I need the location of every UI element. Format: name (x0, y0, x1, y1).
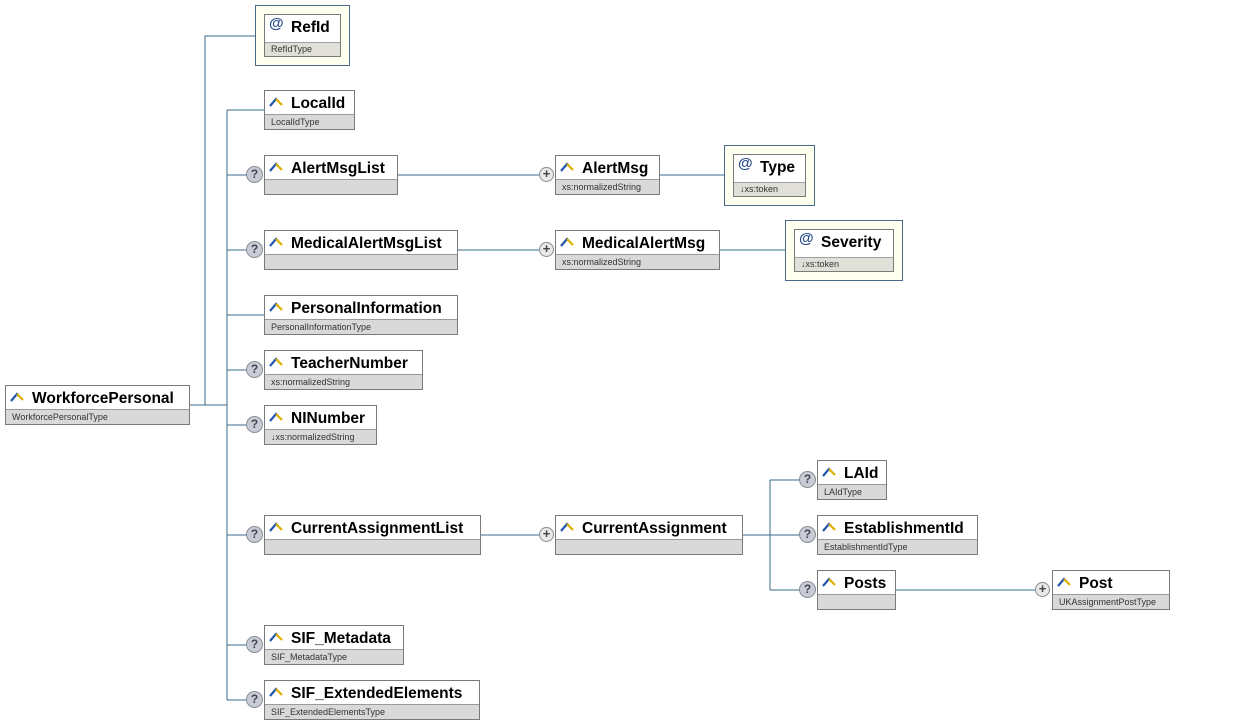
node-type: LAIdType (818, 484, 886, 499)
attribute-refid[interactable]: @ RefId RefIdType (255, 5, 350, 66)
node-title: Severity (821, 234, 882, 251)
node-laid[interactable]: LAId LAIdType (817, 460, 887, 500)
node-alertmsg[interactable]: AlertMsg xs:normalizedString (555, 155, 660, 195)
node-sif-extendedelements[interactable]: SIF_ExtendedElements SIF_ExtendedElement… (264, 680, 480, 720)
node-type: LocalIdType (265, 114, 354, 129)
optional-icon: ? (799, 471, 816, 488)
node-medicalalertmsglist[interactable]: MedicalAlertMsgList (264, 230, 458, 270)
node-title: SIF_Metadata (291, 630, 391, 647)
node-workforcepersonal[interactable]: WorkforcePersonal WorkforcePersonalType (5, 385, 190, 425)
node-type (265, 254, 457, 269)
node-title: CurrentAssignment (582, 520, 727, 537)
node-type: UKAssignmentPostType (1053, 594, 1169, 609)
element-icon (269, 97, 283, 107)
optional-icon: ? (246, 241, 263, 258)
optional-icon: ? (799, 581, 816, 598)
node-title: Type (760, 159, 796, 176)
node-title: WorkforcePersonal (32, 390, 174, 407)
node-type: WorkforcePersonalType (6, 409, 189, 424)
node-type: PersonalInformationType (265, 319, 457, 334)
element-icon (822, 467, 836, 477)
expand-icon[interactable]: + (539, 242, 554, 257)
element-icon (269, 237, 283, 247)
node-title: LocalId (291, 95, 346, 112)
element-icon (822, 522, 836, 532)
node-title: SIF_ExtendedElements (291, 685, 463, 702)
element-icon (269, 357, 283, 367)
optional-icon: ? (799, 526, 816, 543)
node-title: Posts (844, 575, 887, 592)
node-localid[interactable]: LocalId LocalIdType (264, 90, 355, 130)
node-establishmentid[interactable]: EstablishmentId EstablishmentIdType (817, 515, 978, 555)
optional-icon: ? (246, 361, 263, 378)
element-icon (269, 412, 283, 422)
node-title: LAId (844, 465, 879, 482)
node-posts[interactable]: Posts (817, 570, 896, 610)
node-currentassignment[interactable]: CurrentAssignment (555, 515, 743, 555)
element-icon (560, 237, 574, 247)
node-type: xs:normalizedString (556, 254, 719, 269)
node-type: xs:normalizedString (556, 179, 659, 194)
node-type: SIF_ExtendedElementsType (265, 704, 479, 719)
attribute-severity[interactable]: @ Severity ↓xs:token (785, 220, 903, 281)
node-type (265, 539, 480, 554)
node-type: SIF_MetadataType (265, 649, 403, 664)
element-icon (269, 302, 283, 312)
node-title: AlertMsg (582, 160, 649, 177)
attribute-icon: @ (799, 230, 814, 247)
node-title: RefId (291, 19, 330, 36)
node-title: PersonalInformation (291, 300, 442, 317)
element-icon (560, 162, 574, 172)
element-icon (10, 392, 24, 402)
element-icon (269, 522, 283, 532)
node-title: TeacherNumber (291, 355, 408, 372)
node-title: EstablishmentId (844, 520, 964, 537)
expand-icon[interactable]: + (539, 527, 554, 542)
node-personalinformation[interactable]: PersonalInformation PersonalInformationT… (264, 295, 458, 335)
optional-icon: ? (246, 416, 263, 433)
node-type: ↓xs:normalizedString (265, 429, 376, 444)
node-type (265, 179, 397, 194)
node-alertmsglist[interactable]: AlertMsgList (264, 155, 398, 195)
expand-icon[interactable]: + (1035, 582, 1050, 597)
element-icon (269, 687, 283, 697)
node-type: xs:normalizedString (265, 374, 422, 389)
attribute-type[interactable]: @ Type ↓xs:token (724, 145, 815, 206)
node-type: EstablishmentIdType (818, 539, 977, 554)
element-icon (560, 522, 574, 532)
attribute-box: @ Severity ↓xs:token (794, 229, 894, 272)
element-icon (822, 577, 836, 587)
node-title: NINumber (291, 410, 366, 427)
attribute-icon: @ (738, 155, 753, 172)
optional-icon: ? (246, 691, 263, 708)
node-title: MedicalAlertMsgList (291, 235, 442, 252)
attribute-icon: @ (269, 15, 284, 32)
element-icon (269, 632, 283, 642)
node-teachernumber[interactable]: TeacherNumber xs:normalizedString (264, 350, 423, 390)
node-title: AlertMsgList (291, 160, 385, 177)
node-post[interactable]: Post UKAssignmentPostType (1052, 570, 1170, 610)
expand-icon[interactable]: + (539, 167, 554, 182)
optional-icon: ? (246, 526, 263, 543)
node-currentassignmentlist[interactable]: CurrentAssignmentList (264, 515, 481, 555)
attribute-box: @ RefId RefIdType (264, 14, 341, 57)
attribute-box: @ Type ↓xs:token (733, 154, 806, 197)
optional-icon: ? (246, 636, 263, 653)
node-medicalalertmsg[interactable]: MedicalAlertMsg xs:normalizedString (555, 230, 720, 270)
element-icon (269, 162, 283, 172)
node-type (818, 594, 895, 609)
node-title: Post (1079, 575, 1113, 592)
node-title: CurrentAssignmentList (291, 520, 464, 537)
element-icon (1057, 577, 1071, 587)
node-type: RefIdType (265, 42, 340, 56)
node-title: MedicalAlertMsg (582, 235, 706, 252)
optional-icon: ? (246, 166, 263, 183)
node-type: ↓xs:token (734, 182, 805, 196)
node-sif-metadata[interactable]: SIF_Metadata SIF_MetadataType (264, 625, 404, 665)
node-ninumber[interactable]: NINumber ↓xs:normalizedString (264, 405, 377, 445)
node-type: ↓xs:token (795, 257, 893, 271)
node-type (556, 539, 742, 554)
